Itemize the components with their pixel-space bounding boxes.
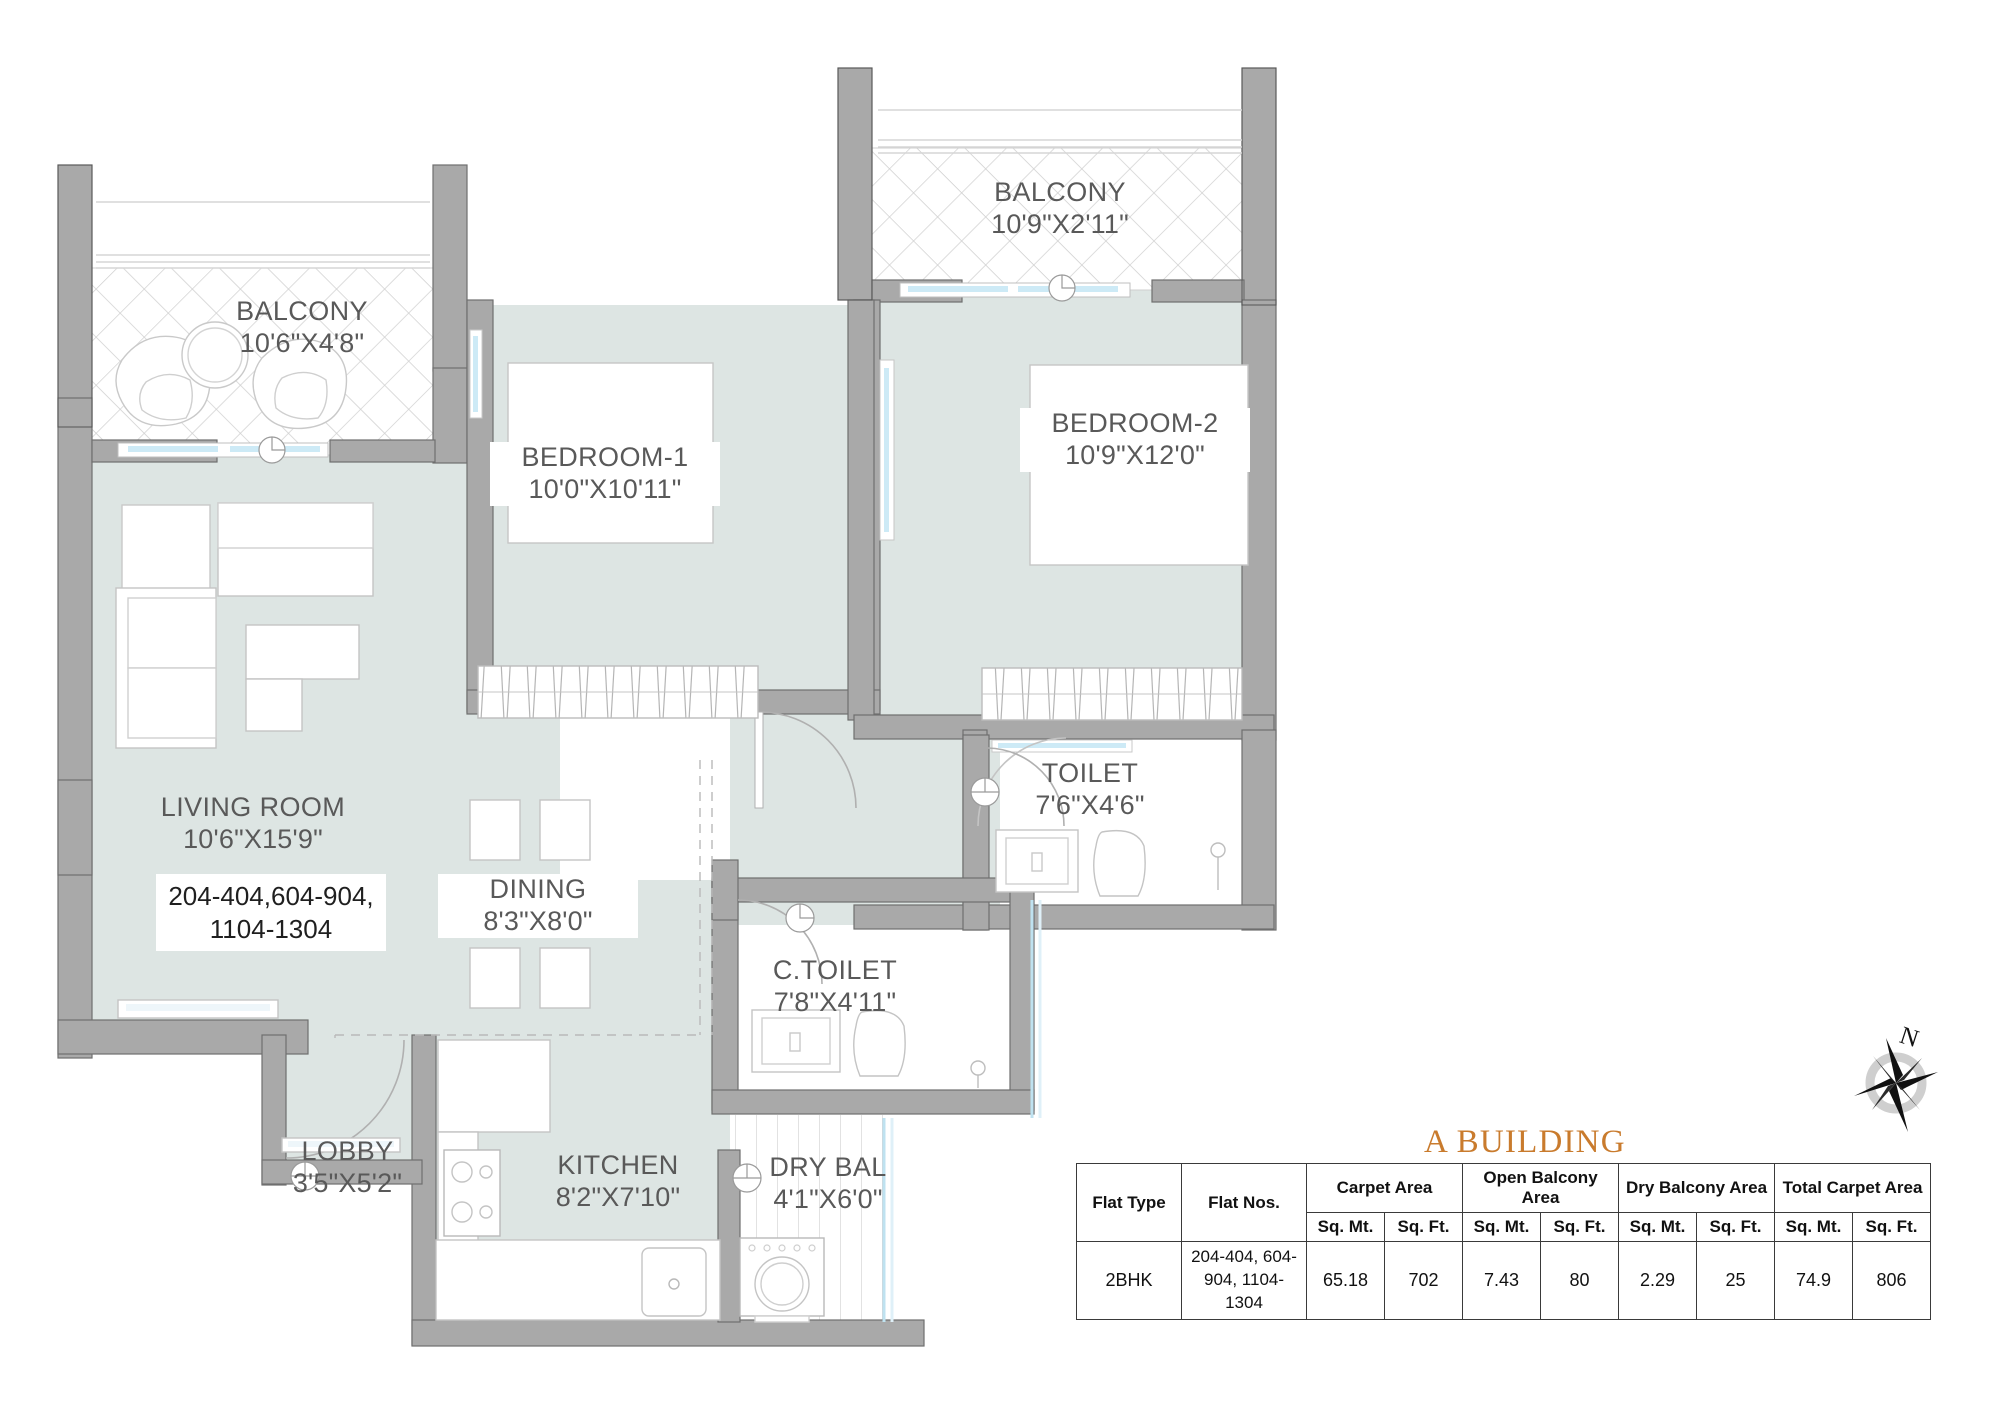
table-row: 2BHK 204-404, 604- 904, 1104-1304 65.18 … bbox=[1076, 1241, 1931, 1320]
building-title: A BUILDING bbox=[1424, 1124, 1626, 1160]
header-open-sqft: Sq. Ft. bbox=[1540, 1212, 1619, 1242]
cell-flat-nos-line-1: 204-404, 604- bbox=[1191, 1247, 1297, 1266]
header-total-carpet-area: Total Carpet Area bbox=[1774, 1163, 1931, 1213]
cell-flat-nos-line-2: 904, 1104-1304 bbox=[1203, 1269, 1285, 1312]
header-flat-type: Flat Type bbox=[1076, 1163, 1182, 1242]
cell-open-sqmt: 7.43 bbox=[1462, 1241, 1541, 1320]
cell-total-sqmt: 74.9 bbox=[1774, 1241, 1853, 1320]
walls bbox=[57, 67, 1277, 1347]
header-carpet-area: Carpet Area bbox=[1306, 1163, 1463, 1213]
table-header-row-groups: Flat Type Flat Nos. Carpet Area Open Bal… bbox=[1076, 1163, 1931, 1242]
furniture bbox=[115, 321, 1249, 1323]
flat-numbers-callout: 204-404,604-904, 1104-1304 bbox=[156, 874, 386, 951]
cell-total-sqft: 806 bbox=[1852, 1241, 1931, 1320]
header-dry-balcony-area: Dry Balcony Area bbox=[1618, 1163, 1775, 1213]
header-dry-sqmt: Sq. Mt. bbox=[1618, 1212, 1697, 1242]
table-header-row-units: Sq. Mt. Sq. Ft. Sq. Mt. Sq. Ft. Sq. Mt. … bbox=[1077, 1212, 1931, 1242]
door-swings bbox=[285, 711, 1067, 1193]
cell-carpet-sqmt: 65.18 bbox=[1306, 1241, 1385, 1320]
wall-outlines bbox=[57, 67, 1277, 428]
cell-flat-type: 2BHK bbox=[1076, 1241, 1182, 1320]
cell-open-sqft: 80 bbox=[1540, 1241, 1619, 1320]
flat-numbers-line-2: 1104-1304 bbox=[209, 913, 333, 944]
header-total-sqmt: Sq. Mt. bbox=[1774, 1212, 1853, 1242]
header-open-sqmt: Sq. Mt. bbox=[1462, 1212, 1541, 1242]
header-open-balcony-area: Open Balcony Area bbox=[1462, 1163, 1619, 1213]
header-carpet-sqmt: Sq. Mt. bbox=[1306, 1212, 1385, 1242]
header-carpet-sqft: Sq. Ft. bbox=[1384, 1212, 1463, 1242]
cell-dry-sqmt: 2.29 bbox=[1618, 1241, 1697, 1320]
compass-icon bbox=[1854, 1038, 1938, 1132]
header-total-sqft: Sq. Ft. bbox=[1852, 1212, 1931, 1242]
cell-dry-sqft: 25 bbox=[1696, 1241, 1775, 1320]
area-statement-table: Flat Type Flat Nos. Carpet Area Open Bal… bbox=[1076, 1163, 1931, 1320]
compass-rose: N bbox=[1846, 1022, 1942, 1138]
cell-carpet-sqft: 702 bbox=[1384, 1241, 1463, 1320]
cell-flat-nos: 204-404, 604- 904, 1104-1304 bbox=[1181, 1241, 1307, 1320]
flat-numbers-line-1: 204-404,604-904, bbox=[168, 881, 374, 911]
header-dry-sqft: Sq. Ft. bbox=[1696, 1212, 1775, 1242]
header-flat-nos: Flat Nos. bbox=[1181, 1163, 1307, 1242]
sliding-glass-doors bbox=[96, 109, 1242, 1322]
